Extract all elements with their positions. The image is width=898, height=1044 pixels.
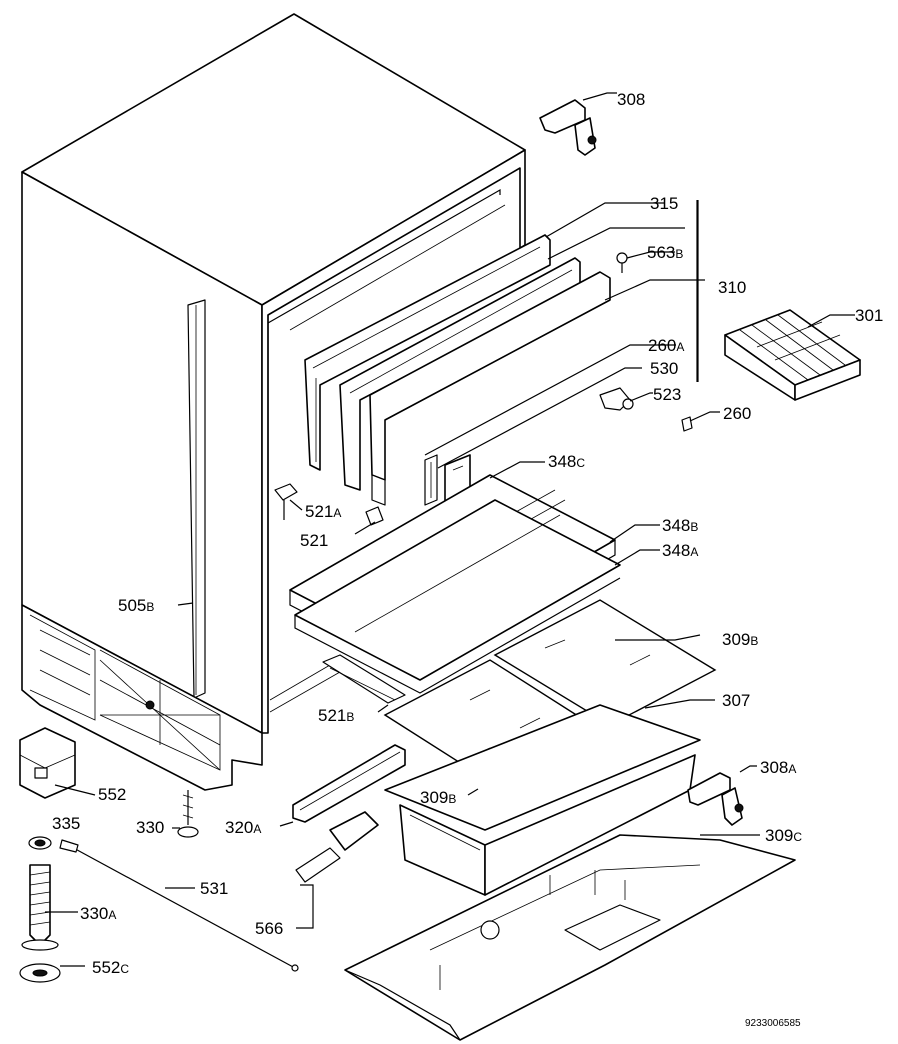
label-521: 521: [300, 531, 328, 550]
label-260: 260: [723, 404, 751, 423]
plug-521: [365, 506, 384, 526]
label-309b-top: 309B: [722, 630, 758, 649]
adjustable-foot-330: [177, 790, 199, 838]
label-566: 566: [255, 919, 283, 938]
ice-scraper-566: [295, 811, 379, 883]
freezer-drawer: [384, 704, 701, 896]
label-309b-bottom: 309B: [420, 788, 456, 807]
label-320a: 320A: [225, 818, 261, 837]
hinge-308: [539, 99, 597, 156]
label-521a: 521A: [305, 502, 341, 521]
label-309c: 309C: [765, 826, 802, 845]
label-310: 310: [718, 278, 746, 297]
label-301: 301: [855, 306, 883, 325]
washer-552c: [19, 963, 61, 983]
screw-521a: [274, 483, 298, 520]
freezer-door-assembly: [304, 234, 611, 519]
label-552: 552: [98, 785, 126, 804]
label-330: 330: [136, 818, 164, 837]
refrigerator-cabinet: [21, 13, 526, 791]
bracket-552: [19, 727, 76, 799]
bottom-tray: [344, 834, 796, 1041]
bracket-521b: [322, 654, 406, 704]
clip-260: [681, 416, 693, 432]
label-563b: 563B: [647, 243, 683, 262]
leader-lines: [45, 92, 855, 967]
label-521b: 521B: [318, 706, 354, 725]
label-335: 335: [52, 814, 80, 833]
screw-563b: [616, 252, 628, 273]
label-531: 531: [200, 879, 228, 898]
base-grille: [29, 614, 221, 771]
label-523: 523: [653, 385, 681, 404]
strip-320a: [292, 744, 406, 823]
freezer-shelves: [289, 474, 621, 694]
label-348c: 348C: [548, 452, 585, 471]
lamp-holder-523: [599, 387, 634, 411]
label-260a: 260A: [648, 336, 684, 355]
hinge-308a: [687, 772, 744, 826]
label-307: 307: [722, 691, 750, 710]
label-315: 315: [650, 194, 678, 213]
label-530: 530: [650, 359, 678, 378]
ice-cube-tray: [724, 309, 861, 401]
part-labels: 308 315 563B 310 301 260A 530 523 260 34…: [52, 90, 883, 1029]
label-308: 308: [617, 90, 645, 109]
drawing-number: 9233006585: [745, 1018, 801, 1029]
label-505b: 505B: [118, 596, 154, 615]
nut-335: [28, 836, 52, 850]
label-348a: 348A: [662, 541, 698, 560]
screw-foot-330a: [21, 864, 59, 951]
label-348b: 348B: [662, 516, 698, 535]
rod-531: [59, 839, 299, 972]
label-552c: 552C: [92, 958, 129, 977]
label-330a: 330A: [80, 904, 116, 923]
label-308a: 308A: [760, 758, 796, 777]
